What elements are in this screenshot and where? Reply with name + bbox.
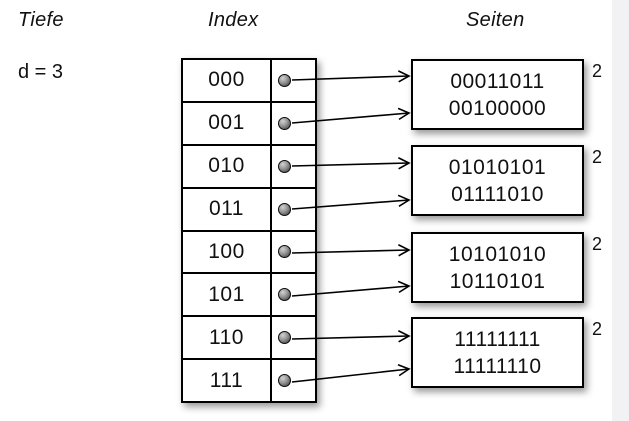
pointer-cell: [272, 146, 315, 187]
pointer-cell: [272, 317, 315, 358]
page-record: 10110101: [449, 269, 546, 293]
index-table: 000 001 010 011 100 101 110 111: [181, 58, 317, 403]
index-cell: 111: [183, 360, 272, 401]
local-depth-value: 2: [592, 319, 603, 339]
page-box: 11111111 11111110: [411, 317, 584, 388]
index-cell: 100: [183, 231, 272, 273]
pointer-dot-icon: [278, 288, 291, 302]
page-record: 01111010: [451, 182, 544, 206]
pages-column-header: Seiten: [466, 9, 525, 31]
table-row: 100: [183, 231, 315, 275]
local-depth-value: 2: [592, 147, 603, 167]
pointer-dot-icon: [278, 374, 291, 388]
index-cell: 010: [183, 145, 272, 187]
pointer-dot-icon: [278, 116, 291, 130]
index-cell: 000: [183, 60, 272, 101]
index-column-header: Index: [208, 9, 259, 31]
table-row: 110: [183, 317, 315, 361]
table-row: 000: [183, 60, 315, 103]
index-cell: 001: [183, 102, 272, 144]
index-cell: 011: [183, 188, 272, 230]
pointer-cell: [272, 103, 315, 144]
global-depth-value: d = 3: [18, 61, 64, 83]
page-record: 11111111: [454, 327, 541, 351]
page-record: 00100000: [448, 96, 547, 120]
local-depth-value: 2: [592, 234, 603, 254]
pointer-dot-icon: [278, 73, 291, 87]
pointer-cell: [272, 60, 315, 101]
pointer-cell: [272, 232, 315, 273]
page-record: 00011011: [450, 69, 545, 93]
page-record: 10101010: [448, 242, 547, 266]
page-box: 01010101 01111010: [411, 145, 584, 216]
pointer-dot-icon: [278, 159, 291, 173]
pointer-dot-icon: [278, 245, 291, 259]
index-cell: 101: [183, 274, 272, 316]
local-depth-value: 2: [592, 61, 603, 81]
table-row: 001: [183, 102, 315, 146]
page-box: 00011011 00100000: [411, 59, 584, 130]
table-row: 011: [183, 188, 315, 232]
pointer-cell: [272, 360, 315, 401]
pointer-dot-icon: [278, 331, 291, 345]
table-row: 111: [183, 360, 315, 401]
table-row: 010: [183, 145, 315, 189]
pointer-cell: [272, 189, 315, 230]
page-record: 01010101: [448, 155, 547, 179]
depth-column-header: Tiefe: [18, 9, 64, 31]
page-edge-gutter: [612, 0, 629, 421]
page-box: 10101010 10110101: [411, 232, 584, 303]
index-cell: 110: [183, 317, 272, 359]
pointer-dot-icon: [278, 202, 291, 216]
pointer-cell: [272, 274, 315, 315]
page-record: 11111110: [453, 354, 542, 378]
table-row: 101: [183, 274, 315, 318]
